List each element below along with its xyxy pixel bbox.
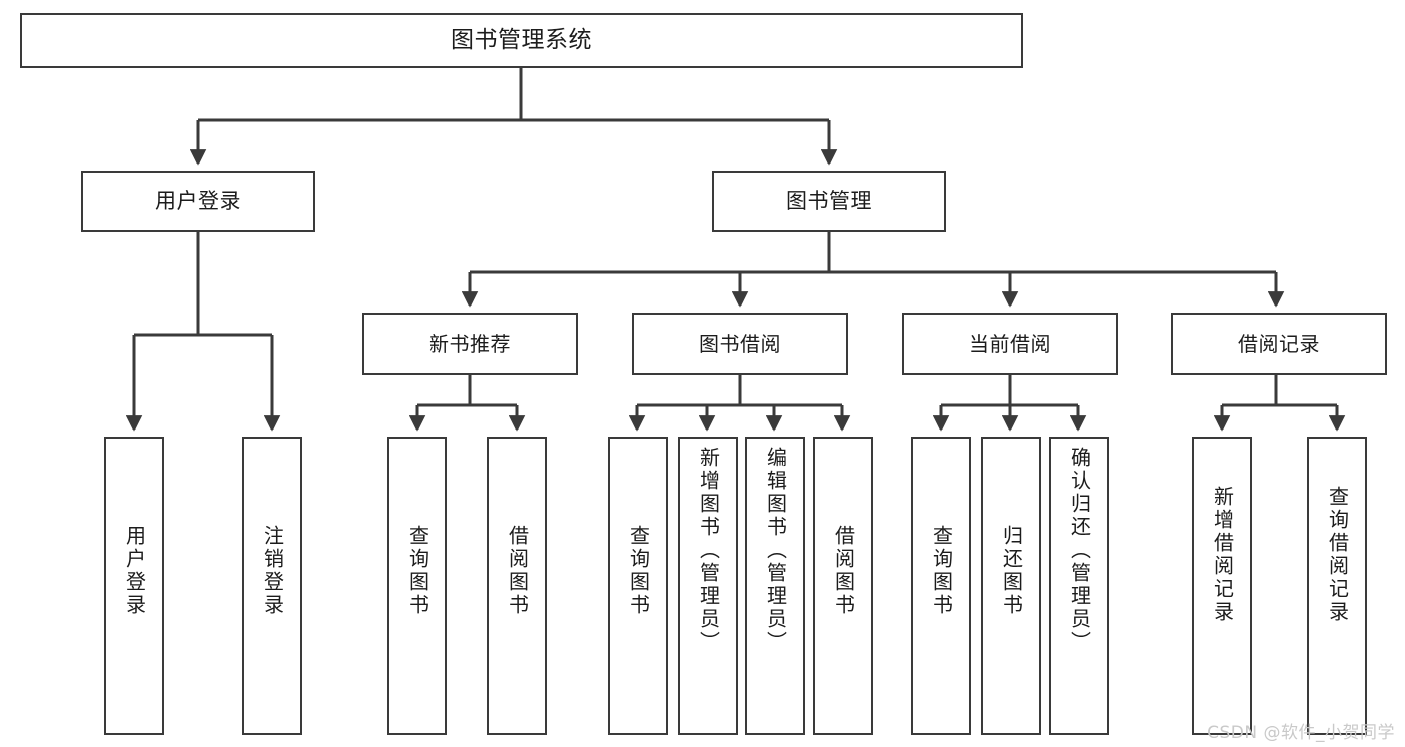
- leaf-query-book-2[interactable]: 查询图书: [608, 437, 668, 735]
- leaf-user-login-label: 用户登录: [122, 525, 147, 617]
- node-book-management[interactable]: 图书管理: [712, 171, 946, 232]
- leaf-query-book-3[interactable]: 查询图书: [911, 437, 971, 735]
- leaf-borrow-book-2[interactable]: 借阅图书: [813, 437, 873, 735]
- leaf-query-record-label: 查询借阅记录: [1325, 486, 1350, 624]
- node-book-borrow-label: 图书借阅: [699, 331, 781, 356]
- leaf-edit-book-label: 编辑图书（管理员）: [763, 447, 788, 654]
- leaf-return-book-label: 归还图书: [999, 525, 1024, 617]
- node-root-label: 图书管理系统: [451, 27, 592, 54]
- leaf-borrow-book-2-label: 借阅图书: [831, 525, 856, 617]
- leaf-add-record[interactable]: 新增借阅记录: [1192, 437, 1252, 735]
- leaf-query-book-3-label: 查询图书: [929, 525, 954, 617]
- leaf-add-book-label: 新增图书（管理员）: [696, 447, 721, 654]
- node-root[interactable]: 图书管理系统: [20, 13, 1023, 68]
- leaf-user-logout[interactable]: 注销登录: [242, 437, 302, 735]
- node-user-login[interactable]: 用户登录: [81, 171, 315, 232]
- node-borrow-record-label: 借阅记录: [1238, 331, 1320, 356]
- leaf-query-book-2-label: 查询图书: [626, 525, 651, 617]
- leaf-query-record[interactable]: 查询借阅记录: [1307, 437, 1367, 735]
- node-book-borrow[interactable]: 图书借阅: [632, 313, 848, 375]
- node-new-book-recommend[interactable]: 新书推荐: [362, 313, 578, 375]
- leaf-query-book-1-label: 查询图书: [405, 525, 430, 617]
- node-new-book-recommend-label: 新书推荐: [429, 331, 511, 356]
- leaf-user-login[interactable]: 用户登录: [104, 437, 164, 735]
- leaf-borrow-book-1[interactable]: 借阅图书: [487, 437, 547, 735]
- leaf-edit-book[interactable]: 编辑图书（管理员）: [745, 437, 805, 735]
- leaf-return-book[interactable]: 归还图书: [981, 437, 1041, 735]
- leaf-user-logout-label: 注销登录: [260, 525, 285, 617]
- node-current-borrow[interactable]: 当前借阅: [902, 313, 1118, 375]
- node-current-borrow-label: 当前借阅: [969, 331, 1051, 356]
- leaf-add-book[interactable]: 新增图书（管理员）: [678, 437, 738, 735]
- node-user-login-label: 用户登录: [155, 188, 241, 213]
- leaf-query-book-1[interactable]: 查询图书: [387, 437, 447, 735]
- leaf-borrow-book-1-label: 借阅图书: [505, 525, 530, 617]
- leaf-confirm-return[interactable]: 确认归还（管理员）: [1049, 437, 1109, 735]
- leaf-add-record-label: 新增借阅记录: [1210, 486, 1235, 624]
- csdn-watermark: CSDN @软件_小贺同学: [1207, 723, 1395, 743]
- leaf-confirm-return-label: 确认归还（管理员）: [1067, 447, 1092, 654]
- node-book-management-label: 图书管理: [786, 188, 872, 213]
- node-borrow-record[interactable]: 借阅记录: [1171, 313, 1387, 375]
